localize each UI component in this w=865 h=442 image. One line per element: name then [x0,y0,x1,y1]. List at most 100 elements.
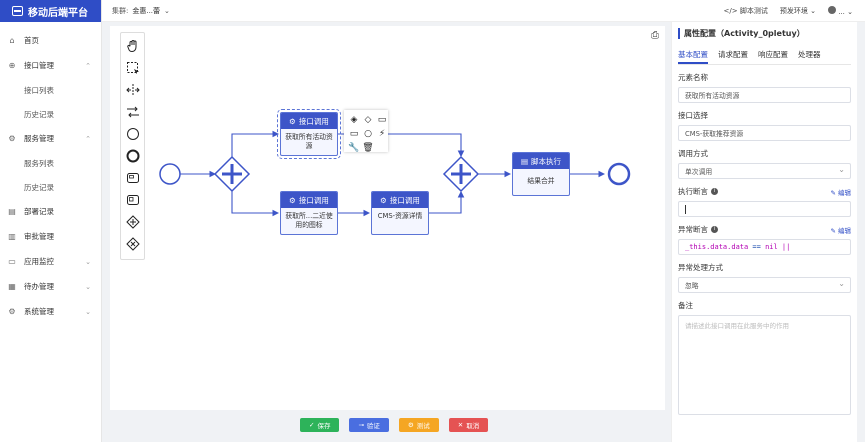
sidebar-subitem-service-list[interactable]: 服务列表 [24,158,54,168]
tab-request[interactable]: 请求配置 [718,50,748,59]
tab-response[interactable]: 响应配置 [758,50,788,59]
task-node-3[interactable]: ⚙ 接口调用 CMS-资源详情 [371,191,429,235]
text-cursor [685,204,686,214]
end-event-icon[interactable] [124,147,142,165]
script-node[interactable]: ▤ 脚本执行 结果合并 [512,152,570,196]
start-event-icon[interactable] [124,125,142,143]
end-event[interactable] [607,162,631,186]
user-name: ... [838,7,845,16]
remark-textarea[interactable]: 请描述此接口调用在此服务中的作用 [678,315,851,415]
user-menu[interactable]: ... ⌄ [827,5,853,16]
start-event[interactable] [159,163,181,185]
task-icon[interactable] [124,169,142,187]
settings-icon: ⚙ [8,307,16,316]
check-icon: ✓ [309,421,315,429]
lasso-tool-icon[interactable] [124,59,142,77]
test-button[interactable]: ⚙ 测试 [398,418,439,432]
chevron-down-icon: ⌄ [847,7,853,16]
sidebar-item-settings[interactable]: ⚙ 系统管理 ⌄ [0,299,101,324]
sidebar-subitem-api-list[interactable]: 接口列表 [24,85,54,95]
gateway-icon[interactable]: ◈ [350,115,358,125]
sidebar-item-home[interactable]: ⌂ 首页 [0,28,101,53]
exception-assert-label-row: 异常断言 i ✎ 编辑 [678,224,851,235]
connect-icon[interactable]: ⚡ [378,129,386,139]
info-icon[interactable]: i [711,226,718,233]
space-tool-icon[interactable] [124,81,142,99]
edit-label: 编辑 [838,226,851,235]
cluster-selector[interactable]: 集群: 金惠...蕾 ⌄ [112,6,170,16]
script-test-link[interactable]: </> 脚本测试 [724,6,768,16]
task-icon[interactable]: ▭ [349,129,359,139]
close-icon: ✕ [457,421,464,429]
gateway-icon[interactable]: ◇ [364,115,372,125]
panel-title: 属性配置（Activity_0pletuy） [678,28,851,39]
task-icon[interactable]: ▭ [377,115,387,125]
sidebar-item-label: 接口管理 [24,61,54,70]
bpmn-canvas[interactable]: ⎙ [110,26,665,410]
panel-tabs: 基本配置 请求配置 响应配置 处理器 [678,49,851,65]
script-icon: ▤ [520,156,529,166]
task-node-header: ⚙ 接口调用 [281,113,337,129]
info-icon[interactable]: i [711,188,718,195]
footer-actions: ✓ 保存 ⊸ 验证 ⚙ 测试 ✕ 取消 [300,418,489,432]
sidebar-item-approve[interactable]: ▥ 审批管理 [0,224,101,249]
save-button[interactable]: ✓ 保存 [300,418,340,432]
script-task-icon[interactable] [124,191,142,209]
sidebar-item-service[interactable]: ⚙ 服务管理 ⌃ [0,126,101,151]
env-selector[interactable]: 预发环境 ⌄ [780,6,816,16]
wrench-icon[interactable]: 🔧 [348,143,360,153]
verify-button[interactable]: ⊸ 验证 [349,418,389,432]
api-call-icon: ⚙ [289,195,296,205]
interface-field[interactable]: CMS-获取推荐资源 [678,125,851,141]
exception-assert-field[interactable]: _this.data.data == nil || [678,239,851,255]
app-logo[interactable]: 移动后端平台 [0,0,101,22]
chevron-down-icon: ⌄ [85,282,91,291]
printer-icon[interactable]: ⎙ [651,30,659,41]
task-node-2[interactable]: ⚙ 接口调用 获取所...二近使用的图标 [280,191,338,235]
exclusive-gateway-icon[interactable] [124,235,142,253]
sequence-flow[interactable] [231,191,280,217]
task-node-text: CMS-资源详情 [377,212,423,220]
sidebar-item-monitor[interactable]: ▭ 应用监控 ⌄ [0,249,101,274]
call-mode-select[interactable]: 单次调用 [678,163,851,179]
task-node-1[interactable]: ⚙ 接口调用 获取所有活动资源 [277,109,341,159]
sidebar-item-todo[interactable]: ▦ 待办管理 ⌄ [0,274,101,299]
sidebar: 移动后端平台 ⌂ 首页 ⊕ 接口管理 ⌃ 接口列表 历史记录 ⚙ 服务管理 ⌃ … [0,0,102,442]
sequence-flow[interactable] [428,190,465,214]
chevron-down-icon: ⌄ [85,257,91,266]
chevron-down-icon: ⌄ [85,307,91,316]
assert-field[interactable] [678,201,851,217]
sidebar-item-api[interactable]: ⊕ 接口管理 ⌃ [0,53,101,78]
end-event-icon[interactable]: ○ [364,129,372,139]
script-node-header: ▤ 脚本执行 [513,153,569,169]
element-name-field[interactable]: 获取所有活动资源 [678,87,851,103]
tab-basic[interactable]: 基本配置 [678,49,708,64]
assert-label: 执行断言 [678,187,708,196]
parallel-gateway-split[interactable] [213,155,251,193]
parallel-gateway-icon[interactable] [124,213,142,231]
parallel-gateway-join[interactable] [442,155,480,193]
element-name-label: 元素名称 [678,73,708,82]
logo-icon [12,6,23,16]
sidebar-subitem-api-history[interactable]: 历史记录 [24,109,54,119]
task-node-title: 接口调用 [389,195,420,205]
sidebar-item-deploy[interactable]: ▤ 部署记录 [0,199,101,224]
sidebar-item-label: 系统管理 [24,307,54,316]
assert-edit-link[interactable]: ✎ 编辑 [830,188,851,197]
hand-tool-icon[interactable] [124,37,142,55]
chevron-up-icon: ⌃ [85,61,91,70]
global-connect-tool-icon[interactable] [124,103,142,121]
sequence-flow[interactable] [231,130,280,157]
api-icon: ⊕ [8,61,16,70]
tab-handler[interactable]: 处理器 [798,50,821,59]
delete-icon[interactable]: 🗑 [362,143,374,153]
task-node-header: ⚙ 接口调用 [281,192,337,208]
api-call-icon: ⚙ [380,195,387,205]
cancel-button[interactable]: ✕ 取消 [448,418,489,432]
exception-mode-select[interactable]: 忽略 [678,277,851,293]
exception-edit-link[interactable]: ✎ 编辑 [830,226,851,235]
sidebar-subitem-service-history[interactable]: 历史记录 [24,182,54,192]
code-token: _this.data.data [685,243,749,251]
remark-label: 备注 [678,301,693,310]
